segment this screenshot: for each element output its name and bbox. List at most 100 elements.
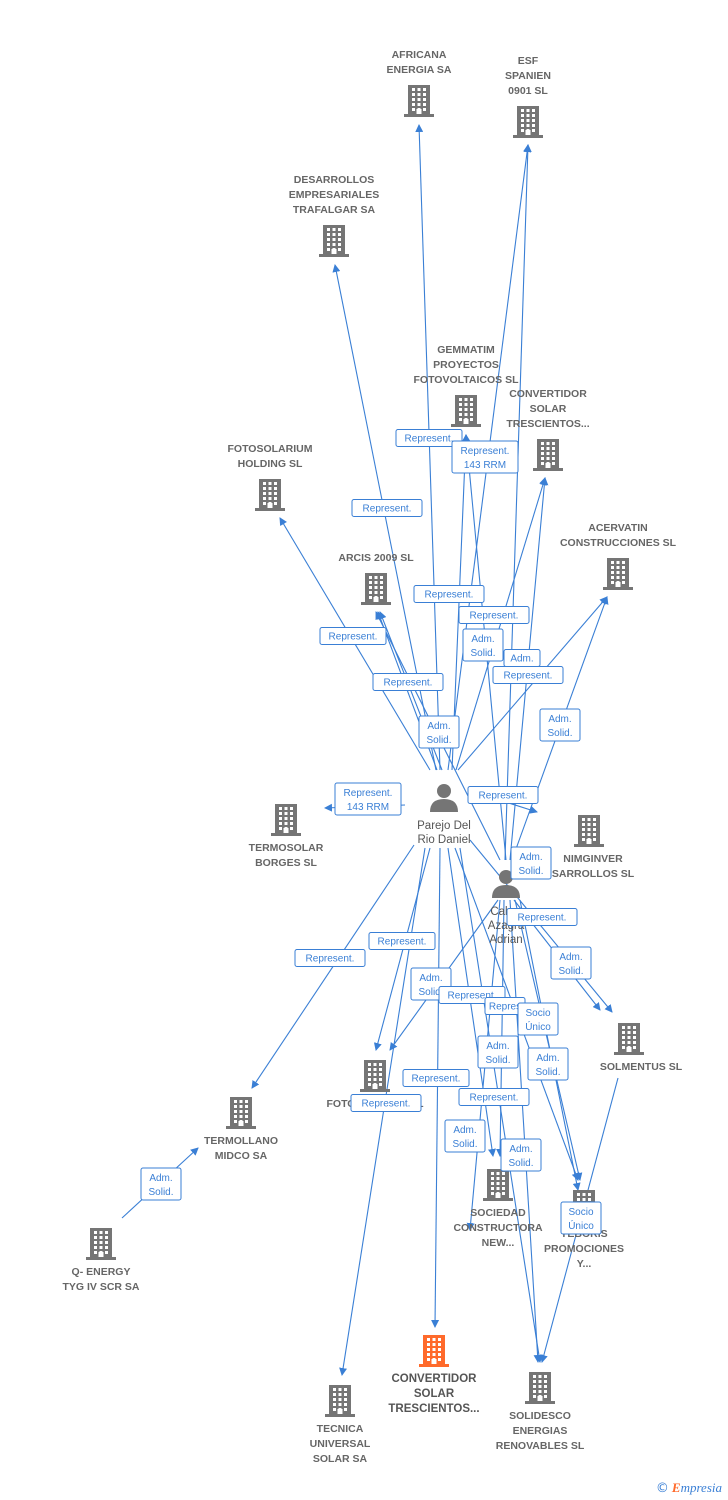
company-name-line: PROMOCIONES — [544, 1243, 624, 1255]
edge-label-text: Represent. — [384, 678, 433, 689]
company-name-line: 0901 SL — [508, 85, 548, 97]
building-icon — [513, 106, 543, 138]
company-name-line: SOCIEDAD — [470, 1207, 526, 1219]
edge-label[interactable]: Represent.143 RRM — [334, 782, 402, 816]
edge-label-text: 143 RRM — [347, 802, 389, 813]
building-icon — [86, 1228, 116, 1260]
edge-label[interactable]: Represent. — [319, 627, 387, 645]
empresia-logo[interactable]: ©Empresia — [656, 1480, 722, 1496]
edge-label[interactable]: Represent. — [458, 606, 530, 624]
edge-label-text: Represent. — [405, 434, 454, 445]
edge-label[interactable]: Adm. Solid. — [477, 1035, 519, 1069]
edge-label[interactable]: Represent. — [458, 1088, 530, 1106]
edge-label[interactable]: Represent.143 RRM — [451, 440, 519, 474]
edge-label-text: Represent. — [362, 1099, 411, 1110]
company-name-line: CONVERTIDOR — [392, 1373, 478, 1385]
company-name-line: ACERVATIN — [588, 522, 648, 534]
edge-label[interactable]: Adm.Solid. — [418, 715, 460, 749]
edge-label[interactable]: Adm. Solid. — [500, 1138, 542, 1172]
edge-label-text: Adm. — [536, 1053, 559, 1064]
edge-label[interactable]: Adm.Solid. — [462, 628, 504, 662]
edge-label-text: Represent. — [504, 671, 553, 682]
company-name-line: Q- ENERGY — [72, 1266, 131, 1278]
company-name-line: Y... — [577, 1258, 592, 1270]
company-node-sociedad[interactable]: SOCIEDADCONSTRUCTORANEW... — [453, 1169, 543, 1249]
edge-label-text: Represent. — [306, 954, 355, 965]
edge-label-text: Socio — [525, 1008, 550, 1019]
edge-label[interactable]: Adm. — [503, 649, 541, 667]
person-name-line: Parejo Del — [417, 820, 471, 832]
edge-label[interactable]: Represent. — [413, 585, 485, 603]
edge-label[interactable]: Adm.Solid. — [550, 946, 592, 980]
edge-label[interactable]: Represent. — [506, 908, 578, 926]
edge-label[interactable]: Represent. — [294, 949, 366, 967]
edge-label[interactable]: Adm.Solid. — [539, 708, 581, 742]
edge-label[interactable]: Represent. — [492, 666, 564, 684]
edge-label-text: Único — [568, 1219, 594, 1232]
company-node-termosolar[interactable]: TERMOSOLAR BORGES SL — [249, 804, 324, 869]
edge-label[interactable]: Represent. — [467, 786, 539, 804]
company-name-line: TRAFALGAR SA — [293, 204, 376, 216]
company-node-arcis[interactable]: ARCIS 2009 SL — [338, 552, 414, 605]
company-name-line: TERMOSOLAR — [249, 842, 324, 854]
edge-label[interactable]: Represent. — [350, 1094, 422, 1112]
edge-label[interactable]: Adm.Solid. — [510, 846, 552, 880]
company-node-convertidor-main[interactable]: CONVERTIDORSOLARTRESCIENTOS... — [388, 1335, 480, 1415]
edge-label-text: Solid. — [508, 1158, 533, 1169]
edge-label-text: Adm. — [486, 1041, 509, 1052]
edge-label-text: Adm. — [427, 721, 450, 732]
company-name-line: DESARROLLOS — [294, 174, 375, 186]
edge-label[interactable]: Adm.Solid. — [444, 1119, 486, 1153]
edge-label-text: Represent. — [470, 1093, 519, 1104]
company-name-line: CONSTRUCTORA — [453, 1222, 542, 1234]
relation-edge — [509, 899, 542, 1363]
edge-label[interactable]: Represent. — [372, 673, 444, 691]
company-name-line: BORGES SL — [255, 857, 317, 869]
edge-label-text: Adm. — [509, 1144, 532, 1155]
company-name-line: HOLDING SL — [238, 458, 303, 470]
building-icon — [360, 1060, 390, 1092]
edge-label[interactable]: Repres — [484, 997, 526, 1015]
company-name-line: SOLAR SA — [313, 1453, 368, 1465]
edge-label[interactable]: Adm.Solid. — [140, 1167, 182, 1201]
building-icon — [533, 439, 563, 471]
company-name-line: UNIVERSAL — [310, 1438, 371, 1450]
edge-label-text: Solid. — [485, 1055, 510, 1066]
company-node-convertidor-top[interactable]: CONVERTIDORSOLARTRESCIENTOS... — [506, 388, 590, 471]
company-name-line: SOLAR — [530, 403, 567, 415]
edge-label-text: Único — [525, 1020, 551, 1033]
edge-label-text: Represent. — [363, 504, 412, 515]
company-name-line: ENERGIAS — [513, 1425, 568, 1437]
edge-label[interactable]: Represent. — [395, 429, 463, 447]
building-icon — [525, 1372, 555, 1404]
edge-label-text: 143 RRM — [464, 460, 506, 471]
edge-label[interactable]: Represent. — [368, 932, 436, 950]
edge-label-text: Adm. — [149, 1173, 172, 1184]
edges — [121, 124, 619, 1376]
person-name-line: Rio Daniel — [417, 834, 470, 846]
edge-label[interactable]: Represent. — [402, 1069, 470, 1087]
company-name-line: SOLAR — [414, 1388, 455, 1400]
brand-initial: E — [671, 1480, 681, 1495]
person-icon — [492, 870, 520, 898]
edge-label[interactable]: Represent. — [351, 499, 423, 517]
relation-edge — [519, 899, 581, 1191]
edge-label-text: Represent. — [470, 611, 519, 622]
company-node-solmentus[interactable]: SOLMENTUS SL — [600, 1023, 683, 1073]
edge-label[interactable]: Adm.Solid. — [527, 1047, 569, 1081]
company-name-line: SARROLLOS SL — [552, 868, 635, 880]
